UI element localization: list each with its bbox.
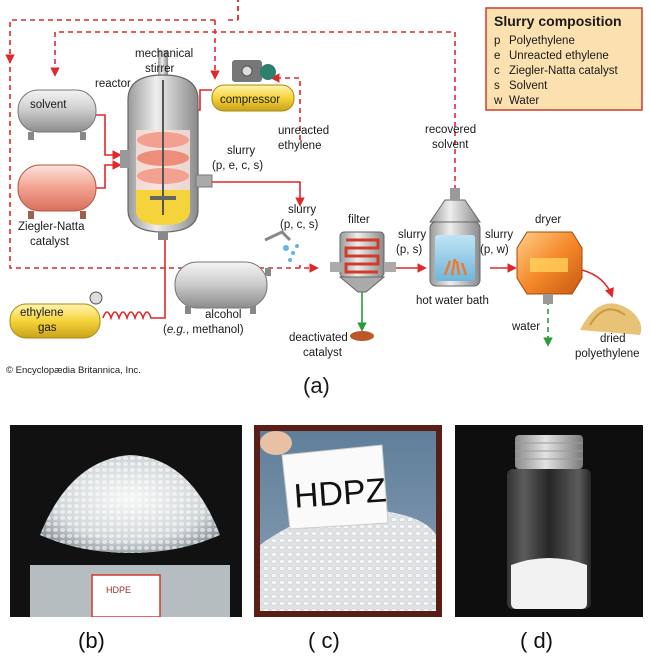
label-unreacted-2: ethylene [278, 140, 321, 152]
photo-d [455, 425, 643, 617]
legend-label: Unreacted ethylene [509, 50, 609, 62]
label-stirrer-1: mechanical [135, 48, 193, 60]
label-compressor: compressor [220, 94, 280, 106]
caption-b: (b) [78, 628, 105, 653]
caption-c: ( c) [308, 628, 340, 653]
label-ethylene-1: ethylene [20, 307, 63, 319]
legend-code: c [494, 65, 500, 77]
legend-box: Slurry composition p Polyethylene e Unreact… [485, 7, 643, 111]
legend-label: Water [509, 95, 539, 107]
label-catalyst-1: Ziegler-Natta [18, 221, 85, 233]
label-slurry-pecs-2: (p, e, c, s) [212, 160, 263, 172]
label-stirrer-2: stirrer [145, 63, 175, 75]
legend-label: Ziegler-Natta catalyst [509, 65, 618, 77]
label-alcohol-2: (e.g., methanol) [163, 324, 244, 336]
solvent-tank [17, 89, 97, 140]
dryer [516, 231, 583, 304]
label-catalyst-2: catalyst [30, 236, 70, 248]
label-reactor: reactor [95, 78, 131, 90]
label-dryer: dryer [535, 214, 561, 226]
copyright-text: © Encyclopædia Britannica, Inc. [6, 365, 141, 376]
compressor [211, 60, 295, 112]
label-dried-1: dried [600, 333, 626, 345]
filter [330, 231, 396, 293]
label-slurry-ps-1: slurry [398, 229, 426, 241]
label-slurry-pecs-1: slurry [227, 145, 255, 157]
legend-label: Solvent [509, 80, 548, 92]
label-ethylene-2: gas [38, 322, 57, 334]
legend-code: p [494, 35, 500, 47]
ethylene-tank [9, 291, 103, 339]
label-solvent: solvent [30, 99, 67, 111]
label-hot-water-bath: hot water bath [416, 295, 489, 307]
deactivated-catalyst-pile [350, 331, 374, 341]
label-slurry-ps-2: (p, s) [396, 244, 422, 256]
caption-d: ( d) [520, 628, 553, 653]
reactor [120, 50, 213, 240]
photo-c-card-label: HDPZ [293, 471, 388, 515]
ethylene-coil [102, 295, 166, 321]
alcohol-tank [174, 261, 271, 314]
label-unreacted-1: unreacted [278, 125, 329, 137]
recycle-lines [5, 0, 456, 273]
label-alcohol-1: alcohol [205, 309, 241, 321]
photo-c: HDPZ [254, 425, 442, 617]
photo-b-bag-label: HDPE [106, 585, 131, 595]
process-diagram: Slurry composition p Polyethylene e Unreact… [5, 0, 643, 398]
legend-items: p Polyethylene e Unreacted ethylene c Ziegler… [493, 35, 618, 107]
label-dried-2: polyethylene [575, 348, 640, 360]
hot-water-bath [429, 188, 481, 287]
label-recovered-2: solvent [432, 139, 469, 151]
legend-code: s [494, 80, 500, 92]
label-recovered-1: recovered [425, 124, 476, 136]
photo-b: HDPE [10, 425, 242, 617]
label-filter: filter [348, 214, 370, 226]
label-slurry-pw-1: slurry [485, 229, 513, 241]
legend-code: e [494, 50, 500, 62]
label-deactivated-2: catalyst [303, 347, 343, 359]
catalyst-tank [17, 164, 97, 219]
caption-a: (a) [303, 373, 330, 398]
label-slurry-pcs-2: (p, c, s) [280, 219, 319, 231]
label-deactivated-1: deactivated [289, 332, 348, 344]
dried-polyethylene-pile [580, 303, 642, 335]
legend-title: Slurry composition [494, 13, 622, 29]
spray-nozzle [264, 230, 299, 262]
label-slurry-pcs-1: slurry [288, 204, 316, 216]
label-water: water [511, 321, 540, 333]
legend-code: w [493, 95, 503, 107]
label-slurry-pw-2: (p, w) [480, 244, 509, 256]
legend-label: Polyethylene [509, 35, 575, 47]
